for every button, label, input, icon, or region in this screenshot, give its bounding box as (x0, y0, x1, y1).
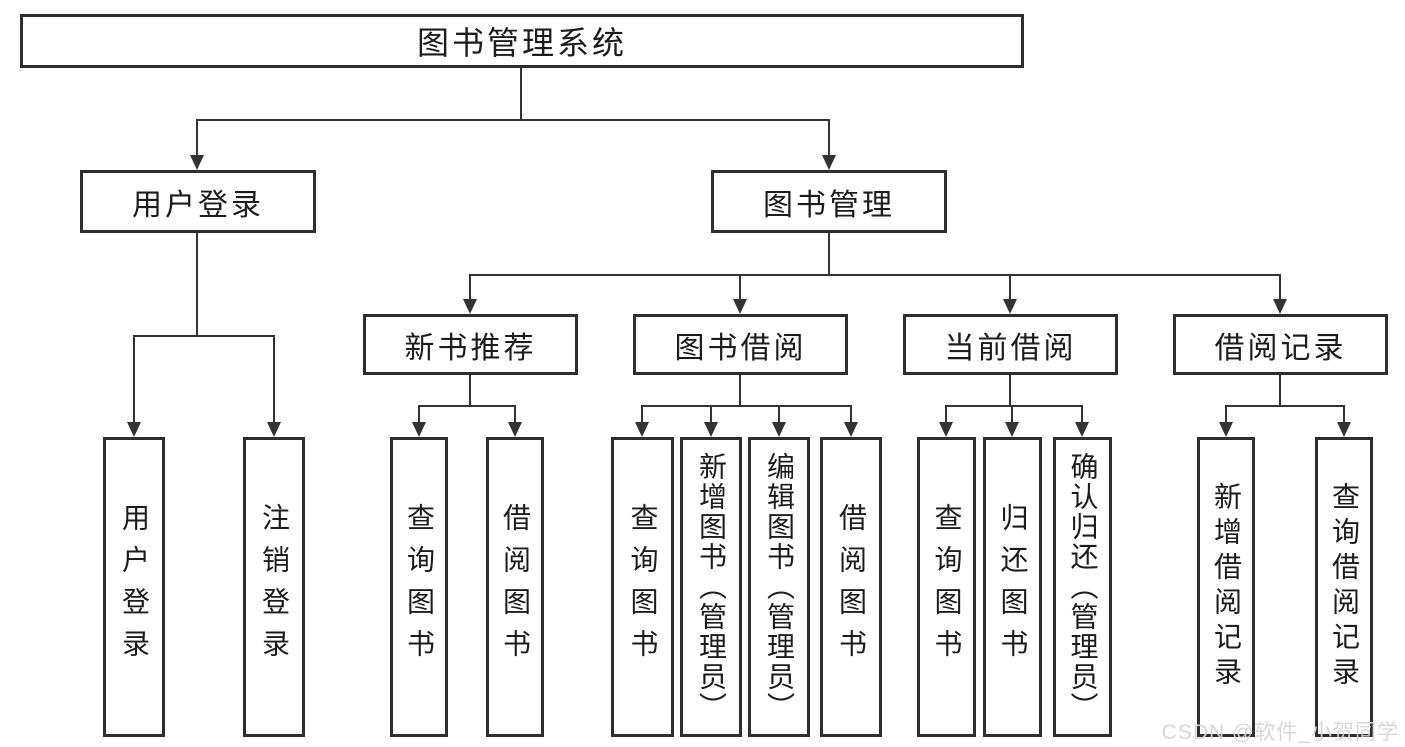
arrow-down-icon (1003, 299, 1017, 314)
arrow-down-icon (412, 422, 426, 437)
connector-line (273, 335, 275, 423)
connector-line (850, 405, 852, 423)
connector-line (1011, 405, 1013, 423)
node-leaf-user-login: 用户登录 (103, 437, 165, 737)
arrow-down-icon (1219, 422, 1233, 437)
connector-line (641, 405, 643, 423)
csdn-watermark: CSDN @软件_小贺同学 (1161, 721, 1399, 744)
arrow-down-icon (508, 422, 522, 437)
arrow-down-icon (190, 155, 204, 170)
connector-line (739, 274, 741, 301)
node-borrowing-records: 借阅记录 (1173, 314, 1388, 375)
node-book-management-label: 图书管理 (763, 188, 895, 222)
node-new-book-recommend-label: 新书推荐 (404, 331, 537, 365)
connector-line (469, 375, 471, 407)
node-leaf-return-books-label: 归还图书 (997, 503, 1029, 671)
connector-line (828, 119, 830, 157)
connector-line (1009, 274, 1011, 301)
node-leaf-user-login-label: 用户登录 (119, 503, 150, 671)
node-leaf-query-books-current: 查询图书 (917, 437, 976, 737)
arrow-down-icon (822, 155, 836, 170)
connector-line (196, 119, 830, 121)
arrow-down-icon (844, 422, 858, 437)
connector-line (196, 119, 198, 157)
node-current-borrowing-label: 当前借阅 (944, 331, 1077, 365)
connector-line (469, 274, 1281, 276)
node-leaf-add-borrow-record-label: 新增借阅记录 (1211, 482, 1242, 692)
arrow-down-icon (733, 299, 747, 314)
connector-line (1279, 375, 1281, 407)
node-system-root: 图书管理系统 (20, 14, 1024, 68)
arrow-down-icon (127, 422, 141, 437)
connector-line (1225, 405, 1345, 407)
arrow-down-icon (1075, 422, 1089, 437)
node-leaf-borrow-books: 借阅图书 (820, 437, 882, 737)
connector-line (1225, 405, 1227, 423)
node-leaf-query-borrow-record: 查询借阅记录 (1315, 437, 1373, 737)
arrow-down-icon (635, 422, 649, 437)
connector-line (418, 405, 516, 407)
connector-line (778, 405, 780, 423)
connector-line (1279, 274, 1281, 301)
node-user-login: 用户登录 (80, 170, 316, 233)
connector-line (1081, 405, 1083, 423)
node-leaf-add-books-admin: 新增图书（管理员） (680, 437, 742, 737)
node-leaf-edit-books-admin: 编辑图书（管理员） (748, 437, 810, 737)
node-leaf-borrow-books-label: 借阅图书 (836, 503, 867, 671)
arrow-down-icon (704, 422, 718, 437)
arrow-down-icon (772, 422, 786, 437)
node-leaf-query-borrow-record-label: 查询借阅记录 (1329, 482, 1360, 692)
node-leaf-confirm-return-admin: 确认归还（管理员） (1053, 437, 1112, 737)
arrow-down-icon (267, 422, 281, 437)
node-book-borrowing: 图书借阅 (633, 314, 848, 375)
connector-line (469, 274, 471, 301)
node-leaf-query-books-recommend-label: 查询图书 (404, 503, 435, 671)
node-book-management: 图书管理 (711, 170, 947, 233)
node-leaf-edit-books-admin-label: 编辑图书（管理员） (764, 452, 795, 722)
connector-line (196, 232, 198, 336)
node-leaf-query-books-recommend: 查询图书 (390, 437, 448, 737)
node-leaf-query-books-current-label: 查询图书 (931, 503, 963, 671)
node-leaf-logout-label: 注销登录 (259, 503, 290, 671)
node-leaf-borrow-books-recommend-label: 借阅图书 (500, 503, 531, 671)
node-new-book-recommend: 新书推荐 (363, 314, 578, 375)
connector-line (1009, 375, 1011, 407)
connector-line (945, 405, 947, 423)
node-leaf-query-books-borrow: 查询图书 (611, 437, 674, 737)
node-book-borrowing-label: 图书借阅 (674, 331, 807, 365)
arrow-down-icon (1337, 422, 1351, 437)
node-leaf-confirm-return-admin-label: 确认归还（管理员） (1067, 452, 1099, 722)
node-leaf-borrow-books-recommend: 借阅图书 (486, 437, 544, 737)
connector-line (739, 375, 741, 407)
node-leaf-return-books: 归还图书 (983, 437, 1042, 737)
connector-line (945, 405, 1083, 407)
node-system-root-label: 图书管理系统 (416, 25, 627, 61)
node-user-login-label: 用户登录 (132, 188, 264, 222)
connector-line (418, 405, 420, 423)
connector-line (133, 335, 275, 337)
node-leaf-add-borrow-record: 新增借阅记录 (1197, 437, 1255, 737)
arrow-down-icon (1005, 422, 1019, 437)
connector-line (520, 68, 522, 121)
arrow-down-icon (1273, 299, 1287, 314)
node-current-borrowing: 当前借阅 (903, 314, 1118, 375)
node-leaf-query-books-borrow-label: 查询图书 (627, 503, 659, 671)
node-leaf-logout: 注销登录 (243, 437, 305, 737)
node-borrowing-records-label: 借阅记录 (1214, 331, 1347, 365)
connector-line (514, 405, 516, 423)
connector-line (641, 405, 852, 407)
arrow-down-icon (939, 422, 953, 437)
connector-line (133, 335, 135, 423)
node-leaf-add-books-admin-label: 新增图书（管理员） (696, 452, 727, 722)
connector-line (1343, 405, 1345, 423)
arrow-down-icon (463, 299, 477, 314)
connector-line (828, 232, 830, 275)
connector-line (710, 405, 712, 423)
